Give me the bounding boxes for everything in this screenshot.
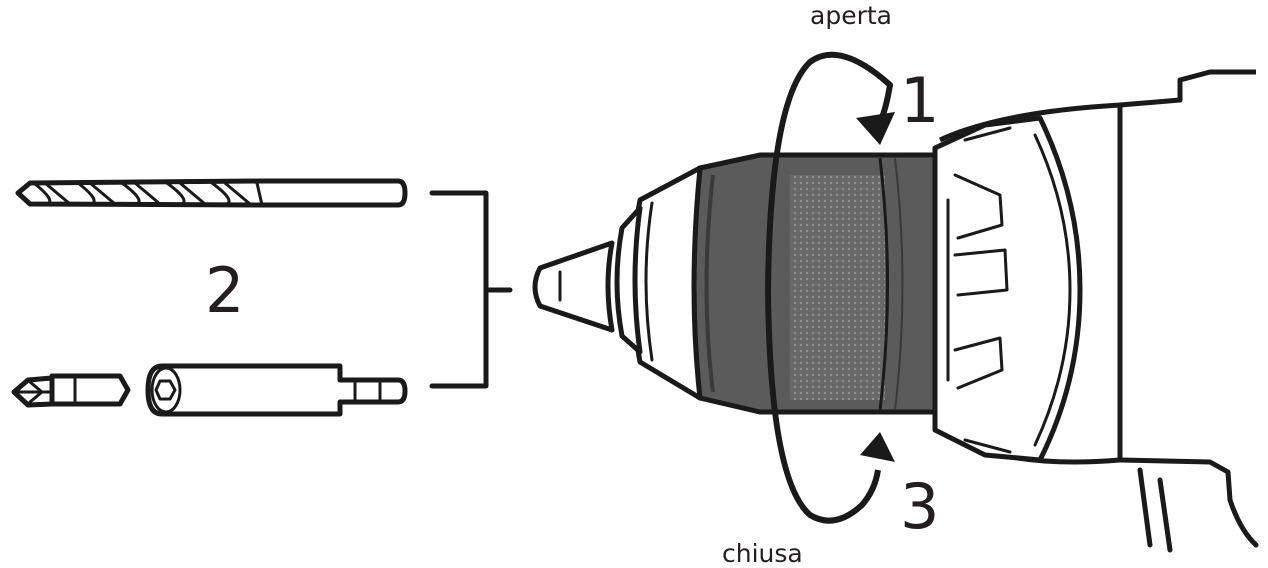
bit-holder-icon [145, 363, 408, 417]
step-1-label: 1 [900, 64, 939, 137]
clutch-ring [932, 115, 1083, 463]
bracket [429, 190, 513, 389]
screwdriver-bit-icon [11, 373, 131, 408]
open-label: aperta [810, 1, 892, 30]
step-3-label: 3 [900, 470, 939, 543]
step-2-label: 2 [205, 254, 244, 327]
drill-bit-icon [15, 178, 408, 208]
rotation-arrow-icon [764, 51, 895, 524]
close-label: chiusa [722, 539, 803, 568]
drill-chuck-icon [532, 152, 938, 415]
